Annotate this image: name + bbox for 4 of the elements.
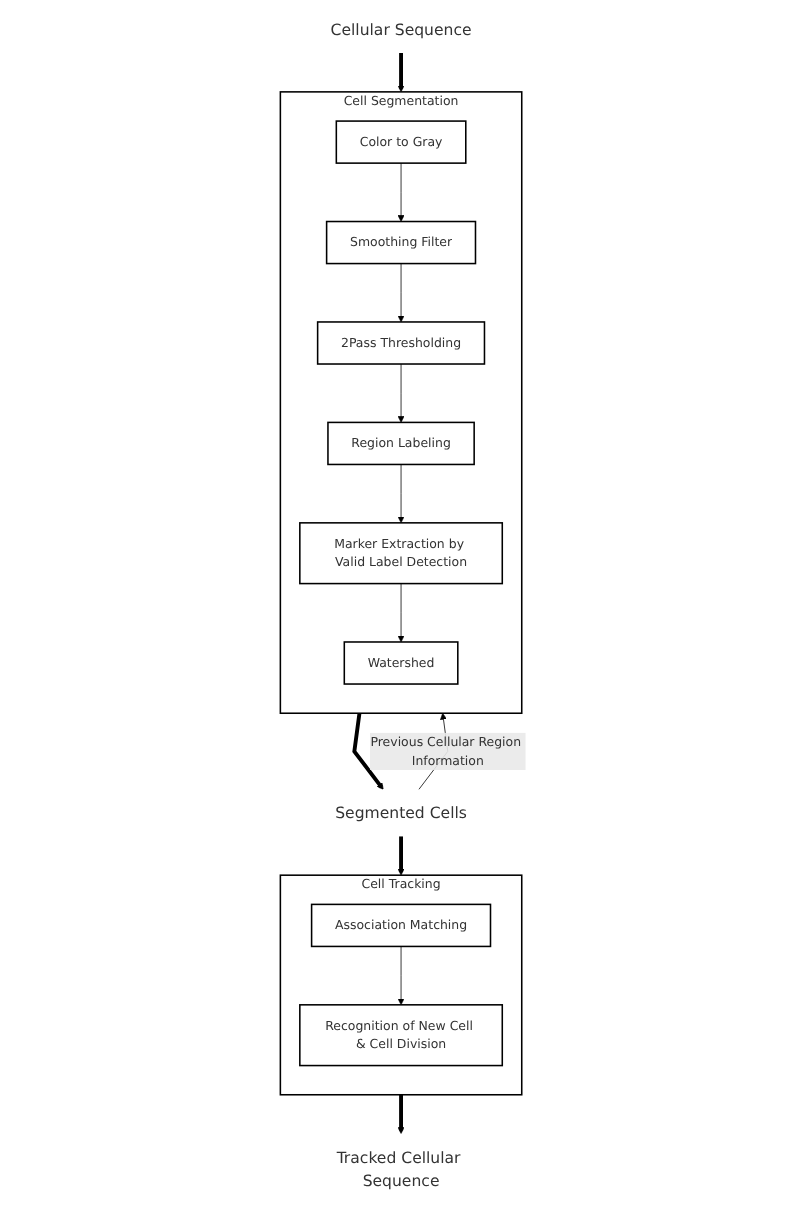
arrow [352,712,384,790]
arrow [397,1094,405,1134]
arrow [397,52,405,93]
arrow [397,836,405,876]
